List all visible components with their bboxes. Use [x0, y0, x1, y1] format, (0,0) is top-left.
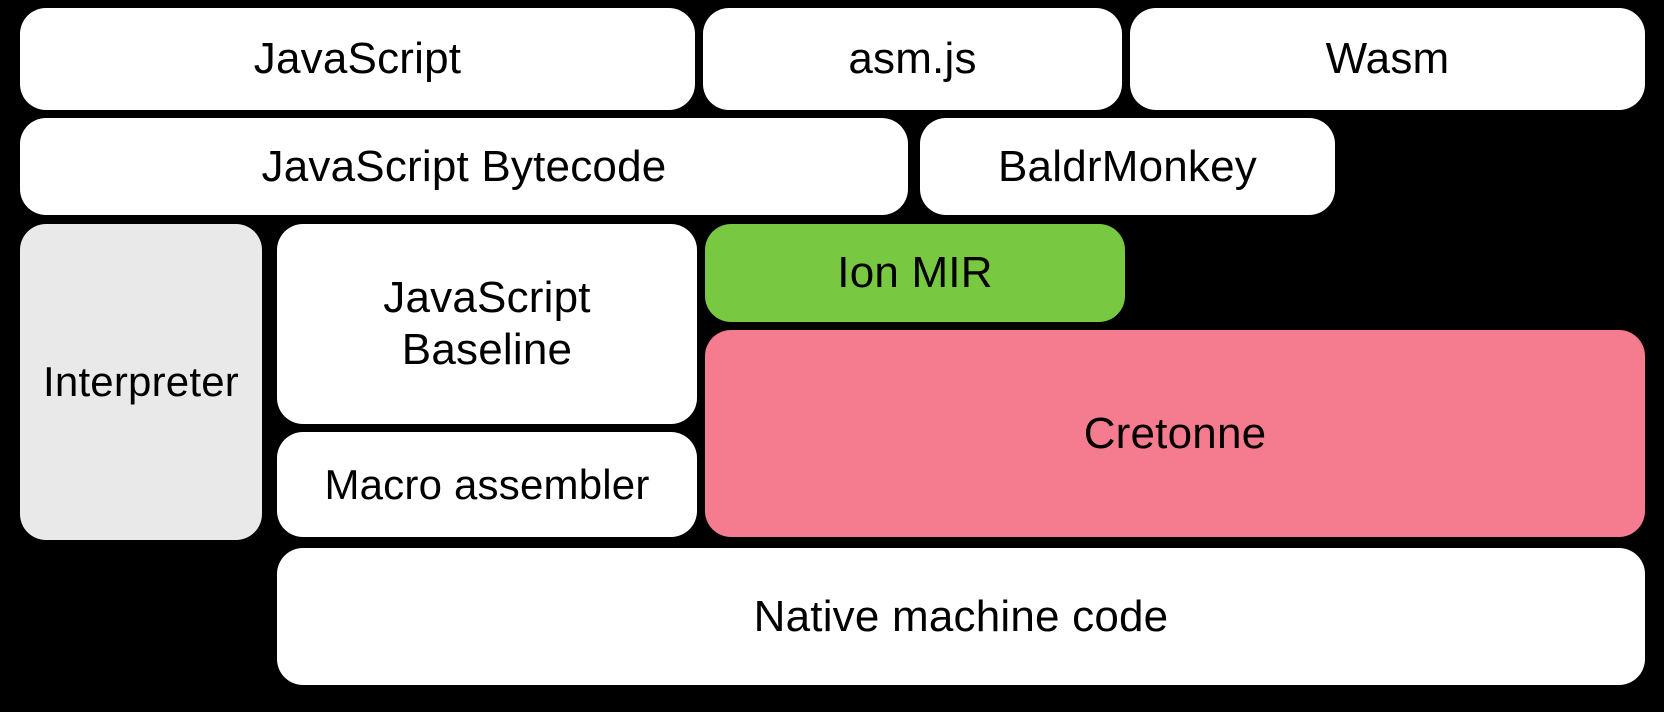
box-javascript-bytecode[interactable]: JavaScript Bytecode — [20, 118, 908, 215]
box-asmjs[interactable]: asm.js — [703, 8, 1122, 110]
box-ion-mir[interactable]: Ion MIR — [705, 224, 1125, 322]
box-interpreter[interactable]: Interpreter — [20, 224, 262, 540]
box-wasm[interactable]: Wasm — [1130, 8, 1645, 110]
box-javascript-baseline[interactable]: JavaScript Baseline — [277, 224, 697, 424]
box-macro-assembler[interactable]: Macro assembler — [277, 432, 697, 537]
box-baldrmonkey[interactable]: BaldrMonkey — [920, 118, 1335, 215]
box-native-machine-code[interactable]: Native machine code — [277, 548, 1645, 685]
box-javascript[interactable]: JavaScript — [20, 8, 695, 110]
box-cretonne[interactable]: Cretonne — [705, 330, 1645, 537]
